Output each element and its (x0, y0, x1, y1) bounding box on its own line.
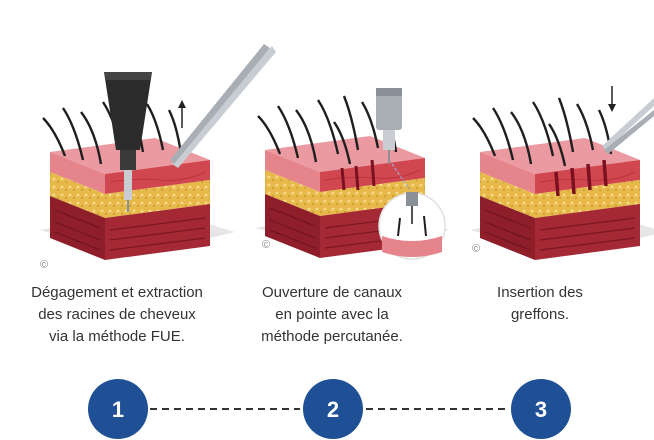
arrow-down-icon (608, 86, 616, 112)
arrow-up-icon (178, 100, 186, 128)
step-badge-3: 3 (511, 379, 571, 439)
procedure-illustrations: © © (39, 44, 654, 271)
illustration-fue-extraction: © (39, 44, 276, 271)
implanter-forceps-icon (602, 98, 654, 154)
caption-step-3: Insertion des greffons. (497, 284, 583, 323)
percutaneous-needle-icon (376, 88, 402, 164)
caption-step-1: Dégagement et extraction des racines de … (31, 284, 203, 345)
svg-text:1: 1 (112, 397, 124, 422)
copyright-mark: © (262, 239, 270, 251)
illustration-graft-insertion: © (469, 86, 654, 261)
illustration-percutaneous-channels: © (254, 88, 451, 260)
forceps-icon (170, 44, 276, 168)
svg-text:3: 3 (535, 397, 547, 422)
copyright-mark: © (472, 243, 480, 255)
caption-step-2: Ouverture de canaux en pointe avec la mé… (261, 284, 403, 345)
extraction-punch-icon (104, 72, 152, 212)
svg-text:2: 2 (327, 397, 339, 422)
step-badge-2: 2 (303, 379, 363, 439)
copyright-mark: © (40, 259, 48, 271)
step-timeline: 1 2 3 (88, 379, 571, 439)
zoom-detail-icon (378, 163, 446, 260)
step-badge-1: 1 (88, 379, 148, 439)
